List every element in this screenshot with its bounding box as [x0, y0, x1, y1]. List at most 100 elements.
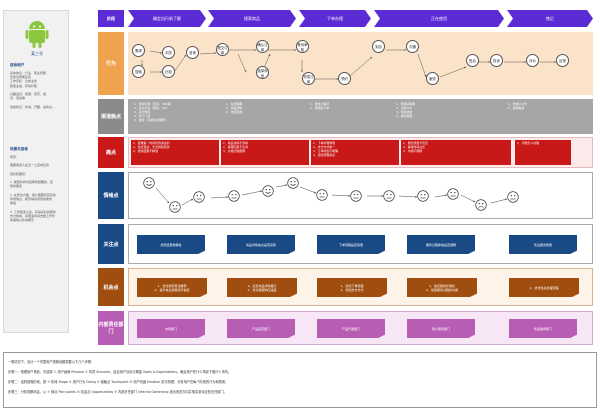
task-title: 场景与目标 [10, 147, 28, 151]
dept-row: 市场部门 产品运营部门 产品开发部门 客户服务部门 售后服务部门 [128, 311, 593, 345]
stage-header-label: 阶段 [98, 10, 124, 27]
behavior-node: 评价 [526, 54, 539, 67]
touch-item: 2、商品详情 [226, 106, 243, 111]
chance-item: 1、完善商品详情展示 [247, 283, 277, 288]
focus-note: 下单流程是否简便 [317, 235, 385, 254]
footer-line: 步骤二：绘制旅程阶段，按 ③ 阶段 Stage ④ 用户行为 Doing ⑤ 接… [8, 380, 229, 384]
behavior-node: 咨询 [186, 46, 199, 59]
emotion-face-icon [287, 177, 299, 189]
touch-item: 2、社交平台（微信、QQ） [134, 106, 170, 111]
behavior-node: 完成订单 [302, 72, 315, 85]
pain-column: 1、问题无人处理 [515, 140, 571, 165]
emotion-face-icon [262, 185, 274, 197]
row-label-behavior: 行为 [98, 32, 124, 95]
focus-row: 搜索结果准确性商品详情信息是否完整下单流程是否简便服务过程体验是否顺畅售后服务质… [128, 224, 593, 264]
touch-item: 3、短信通知 [396, 110, 413, 115]
stage-1: 确定出行前了解 [128, 10, 206, 27]
touch-item: 2、网页版下单 [310, 106, 330, 111]
pain-item: 3、搜索结果不精准 [133, 149, 158, 154]
emotion-face-icon [383, 190, 395, 202]
chance-item: 1、提高服务标准化 [429, 283, 455, 288]
stage-5: 售后 [507, 10, 593, 27]
touch-item: 3、电话咨询 [226, 110, 243, 115]
behavior-node: 等待审核 [296, 40, 309, 53]
dept-note: 产品运营部门 [227, 319, 295, 338]
persona-name: 某三号 [31, 51, 43, 56]
stage-2: 搜索商品 [208, 10, 296, 27]
emotion-face-icon [169, 201, 181, 213]
behavior-node: 提交订单 [216, 43, 229, 56]
android-icon [24, 19, 50, 49]
task-line: 整的服务 [10, 184, 23, 189]
behavior-node: 投诉 [490, 54, 503, 67]
target-user-line: 性格特点：外向、开朗、喜欢交... [10, 104, 55, 109]
touch-item: 3、官方网站 [134, 110, 151, 115]
target-user-line: 身、阅读等 [10, 96, 26, 101]
behavior-node: 搜索 [132, 65, 145, 78]
chance-item: 2、加强服务过程的沟通 [426, 287, 458, 292]
touch-item: 4、线下门店 [134, 114, 151, 119]
task-line: 2. 在安全方面，用户需要有真实的 [10, 192, 56, 197]
pain-item: 2、支付方式单一 [313, 145, 336, 150]
touch-item: 2、手机APP [396, 106, 412, 111]
target-user-line: 及职位所属任务 [10, 75, 32, 80]
footer-line: 一般情况下，设计一个完整用户旅程地图需要以下几个步骤： [8, 360, 95, 364]
behavior-node: 选择商品 [256, 66, 269, 79]
emotion-face-icon [447, 188, 459, 200]
chance-item: 1、简化下单流程 [340, 283, 364, 288]
dept-note: 市场部门 [137, 319, 205, 338]
emotion-face-icon [507, 191, 519, 203]
behavior-node: 沟通 [406, 40, 419, 53]
behavior-node: 需求 [132, 44, 145, 57]
focus-note: 服务过程体验是否顺畅 [407, 235, 475, 254]
emotion-face-icon [350, 190, 362, 202]
task-line: 场景： [10, 155, 20, 159]
pain-item: 2、信息混杂，无法辨别真伪 [133, 145, 170, 150]
pain-item: 1、商品详情不清晰 [223, 141, 248, 145]
behavior-node: 反馈 [556, 54, 569, 67]
touch-item: 1、在线客服 [226, 102, 243, 106]
target-user-line: 职能业绩、获得升职 [10, 83, 38, 88]
pain-item: 2、等待时间过长 [403, 145, 426, 150]
dept-note: 客户服务部门 [407, 319, 475, 338]
task-line: 目标和期望： [10, 171, 29, 176]
dept-note: 产品开发部门 [317, 319, 385, 338]
pain-item: 1、下单步骤繁琐 [313, 141, 336, 145]
focus-note: 售后服务质量 [509, 235, 577, 254]
focus-note: 商品详情信息是否完整 [227, 235, 295, 254]
emotion-row [128, 172, 593, 219]
target-user-title: 目标用户 [10, 63, 25, 67]
emotion-face-icon [228, 190, 240, 202]
footer-line: 步骤三：分析洞察机会，从 ⑦ 痛点 Pain points ⑧ 机会点 Oppo… [8, 390, 227, 394]
behavior-node: 比较 [162, 65, 175, 78]
emotion-face-icon [143, 177, 155, 189]
behavior-node: 服务 [426, 72, 439, 85]
row-label-chance: 机会点 [98, 268, 124, 306]
row-label-emotion: 情绪点 [98, 172, 124, 219]
stage-4: 正在使用 [374, 10, 504, 27]
pain-item: 1、问题无人处理 [517, 141, 540, 145]
pain-item: 1、很难第一时间找到满意的 [133, 141, 170, 145]
emotion-face-icon [475, 199, 487, 211]
persona-panel: 某三号 目标用户 基本信息：行业、职业所属及职位所属任务工作目标：达成业务职能业… [3, 10, 69, 333]
pain-item: 3、价格比较困难 [223, 149, 246, 154]
row-label-touch: 渠道触点 [98, 99, 124, 134]
footer-line: 步骤一：梳理用户角色，可选择 ① 用户画像 Persona ② 情境 Scena… [8, 370, 232, 374]
chance-item: 1、优化搜索算法推荐 [157, 283, 187, 288]
behavior-row: 需求搜索浏览比较咨询提交订单确认订单选择商品等待审核完成订单预约到店沟通服务售后… [128, 32, 593, 95]
row-label-dept: 内部责任部门 [98, 311, 124, 345]
dept-note: 售后服务部门 [509, 319, 577, 338]
